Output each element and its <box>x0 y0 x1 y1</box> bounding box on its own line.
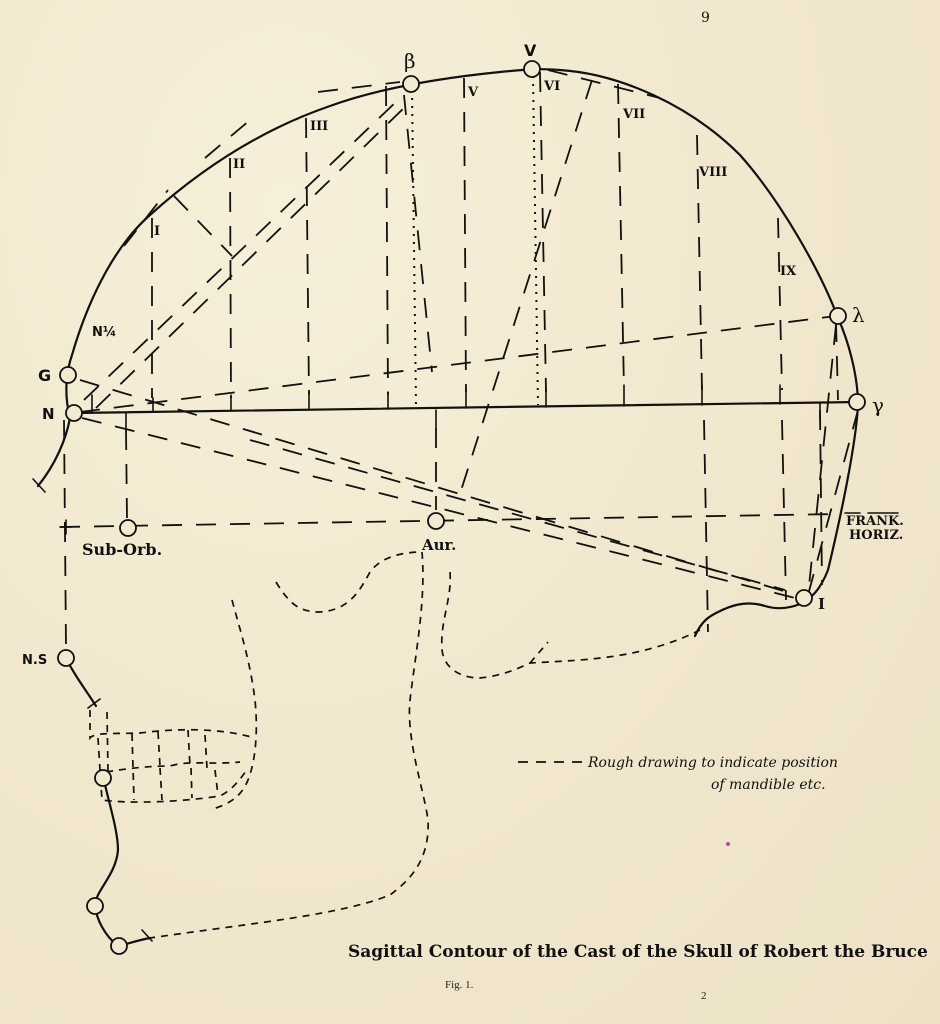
ordinate-label-ix: IX <box>780 264 797 279</box>
landmark-lambda-marker <box>829 307 847 325</box>
landmark-vertex-marker <box>523 60 541 78</box>
ordinate-label-v: V <box>467 85 479 100</box>
ordinate-label-ii: II <box>233 157 245 172</box>
ordinate-label-i: I <box>154 224 160 239</box>
ordinate-labels: I II III V VI VII VIII IX <box>154 79 797 279</box>
landmark-nasal-spine-marker <box>57 649 75 667</box>
landmark-beta-marker <box>402 75 420 93</box>
label-auricular: Aur. <box>421 536 456 554</box>
landmark-glabella-marker <box>59 366 77 384</box>
ordinate-label-viii: VIII <box>698 165 727 180</box>
label-beta: β <box>404 49 416 73</box>
label-frankfort-line2: HORIZ. <box>849 528 903 543</box>
label-nasal-spine: N.S <box>22 653 47 668</box>
ordinate-lines <box>63 71 839 649</box>
mandible-rough-drawing <box>89 551 701 939</box>
landmark-prosthion-marker <box>94 769 112 787</box>
landmark-markers <box>57 60 866 955</box>
legend: Rough drawing to indicate position of ma… <box>518 755 838 793</box>
landmark-chin-marker <box>86 897 104 915</box>
label-frankfort-line1: FRANK. <box>846 514 904 529</box>
label-nasion: N <box>42 405 55 423</box>
figure-label: Fig. 1. <box>445 979 474 991</box>
landmark-labels: β V λ γ G N N¼ Sub-Orb. Aur. I N.S FRANK… <box>22 41 904 668</box>
landmark-auricular-marker <box>427 512 445 530</box>
label-inion: I <box>818 595 825 613</box>
figure-caption: Sagittal Contour of the Cast of the Skul… <box>348 942 928 962</box>
landmark-nasion-marker <box>65 404 83 422</box>
ink-stain <box>726 842 730 846</box>
label-vertex: V <box>524 41 537 60</box>
landmark-inion-marker <box>795 589 813 607</box>
label-glabella: G <box>38 366 51 385</box>
landmark-suborbital-marker <box>119 519 137 537</box>
label-lambda: λ <box>852 303 865 327</box>
page-number-bottom: 2 <box>701 990 707 1002</box>
chord-lines <box>59 69 859 599</box>
label-nasion-quarter: N¼ <box>92 325 116 340</box>
ordinate-label-vi: VI <box>543 79 560 94</box>
landmark-gamma-marker <box>848 393 866 411</box>
ordinate-label-iii: III <box>310 119 328 134</box>
ordinate-label-vii: VII <box>622 107 645 122</box>
legend-line2: of mandible etc. <box>711 777 826 793</box>
skull-contour <box>32 68 860 948</box>
page-number-top: 9 <box>701 10 710 26</box>
legend-line1: Rough drawing to indicate position <box>587 755 838 771</box>
label-sub-orbital: Sub-Orb. <box>82 540 162 559</box>
label-gamma: γ <box>872 393 884 417</box>
landmark-menton-marker <box>110 937 128 955</box>
